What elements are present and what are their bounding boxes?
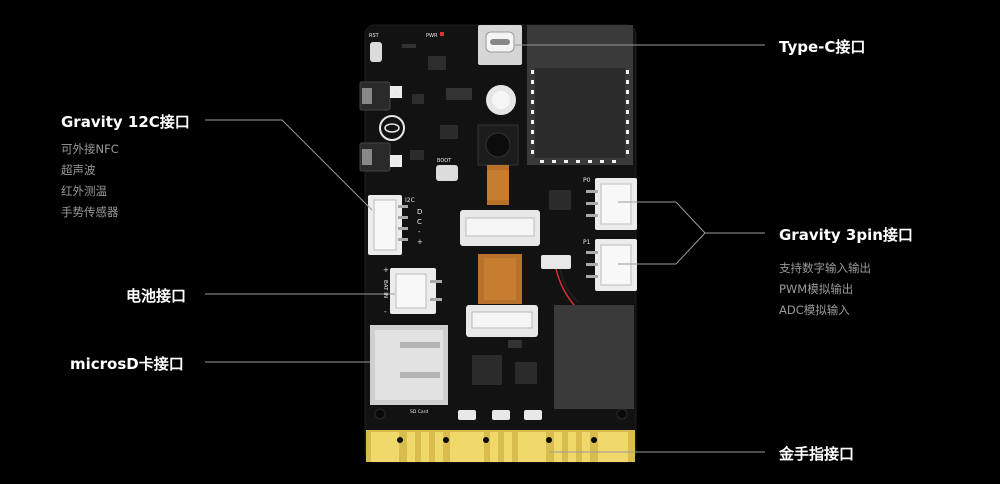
i2c-leader (205, 119, 373, 211)
button-a-silk: A (393, 89, 400, 99)
p1-silk: P1 (583, 239, 591, 246)
i2c-silk: I2C (405, 197, 415, 204)
boot-button (436, 165, 458, 181)
pwr-silk: PWR (426, 33, 438, 39)
logo-mark (379, 115, 405, 141)
microsd-slot (370, 325, 448, 405)
microsd-label: microsD卡接口 (70, 355, 184, 373)
i2c-note: 可外接NFC (61, 142, 119, 156)
battery-connector (390, 268, 442, 314)
small-battery-jack (541, 255, 571, 269)
battery-label: 电池接口 (126, 287, 187, 305)
p0-silk: P0 (583, 177, 591, 184)
bat-minus-silk: - (384, 308, 387, 316)
i2c-pin-plus: + (417, 238, 423, 246)
gravity-i2c-label: Gravity 12C接口 (61, 113, 190, 131)
gravity-3pin-label: Gravity 3pin接口 (779, 226, 913, 244)
i2c-note: 手势传感器 (61, 205, 119, 219)
p0-connector (586, 178, 637, 230)
lipo-battery (554, 305, 634, 409)
rst-silk: RST (369, 33, 380, 39)
i2c-note: 超声波 (61, 163, 96, 177)
pin3-note: ADC模拟输入 (779, 303, 850, 317)
sd-card-silk: SD Card (410, 409, 428, 415)
bat-in-silk: BAT IN (382, 280, 388, 298)
i2c-pin-minus: - (418, 228, 421, 236)
pin3-note: 支持数字输入输出 (779, 261, 871, 275)
gold-finger-label: 金手指接口 (779, 445, 855, 463)
boot-silk: BOOT (437, 158, 452, 164)
rst-button (370, 42, 382, 62)
i2c-notes: 可外接NFC 超声波 红外测温 手势传感器 (61, 139, 119, 223)
i2c-pin-c: C (417, 218, 422, 226)
bat-plus-silk: + (383, 266, 389, 274)
pin3-note: PWM模拟输出 (779, 282, 854, 296)
pin3-leader-top (618, 201, 706, 234)
pin3-notes: 支持数字输入输出 PWM模拟输出 ADC模拟输入 (779, 258, 871, 321)
gold-finger-pads (371, 432, 628, 462)
button-b-silk: B (393, 158, 400, 168)
typec-label: Type-C接口 (779, 38, 866, 56)
pin3-leader-bottom (618, 232, 706, 265)
i2c-connector (368, 195, 408, 255)
p1-connector (586, 239, 637, 291)
i2c-pin-d: D (417, 208, 422, 216)
i2c-note: 红外测温 (61, 184, 107, 198)
